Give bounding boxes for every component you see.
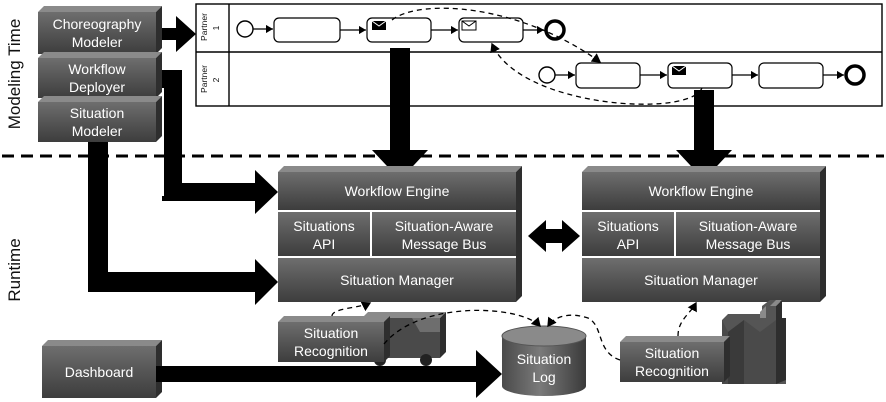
workflow-deployer-box: Workflow Deployer bbox=[38, 52, 162, 98]
p1-task-1 bbox=[273, 17, 341, 43]
situations-api-label-1: Situations bbox=[293, 218, 354, 234]
p2-start-event bbox=[538, 66, 556, 84]
partner-1-label-1: Partner bbox=[199, 13, 209, 41]
message-bus-label-2: Message Bus bbox=[706, 236, 791, 252]
situation-manager-box bbox=[278, 258, 516, 302]
arrow-deployer-to-engine bbox=[162, 70, 278, 214]
flow-recognition-right-to-manager bbox=[677, 301, 697, 337]
flow-recognition-right-to-log bbox=[547, 314, 621, 361]
dashboard-box: Dashboard bbox=[42, 340, 162, 398]
arrow-message-bus-exchange bbox=[528, 220, 580, 252]
workflow-engine-box bbox=[582, 172, 820, 210]
situation-manager-label: Situation Manager bbox=[644, 272, 758, 288]
choreography-modeler-label-1: Choreography bbox=[53, 16, 142, 32]
workflow-deployer-label-2: Deployer bbox=[69, 79, 125, 95]
p1-start-event bbox=[236, 20, 254, 38]
factory-icon bbox=[722, 300, 786, 384]
situation-modeler-box: Situation Modeler bbox=[38, 96, 162, 142]
recognition-right-label-1: Situation bbox=[645, 345, 699, 361]
partner-1-label-2: 1 bbox=[211, 25, 221, 30]
message-flow-p2-to-p1 bbox=[490, 42, 703, 105]
workflow-engine-label: Workflow Engine bbox=[649, 183, 754, 199]
arrow-model-to-engine-right bbox=[676, 90, 732, 180]
workflow-engine-box bbox=[278, 172, 516, 210]
p2-task-3 bbox=[758, 62, 824, 89]
p2-receive-task bbox=[575, 62, 641, 89]
message-bus-box bbox=[676, 212, 820, 256]
flow-recognition-left-to-manager bbox=[331, 301, 372, 317]
runtime-stack-left: Workflow Engine Situations API Situation… bbox=[278, 166, 522, 302]
runtime-stack-right: Workflow Engine Situations API Situation… bbox=[582, 166, 826, 302]
message-bus-box bbox=[372, 212, 516, 256]
situation-recognition-left: Situation Recognition bbox=[278, 316, 390, 362]
situations-api-label-1: Situations bbox=[597, 218, 658, 234]
workflow-deployer-label-1: Workflow bbox=[68, 61, 126, 77]
situation-manager-label: Situation Manager bbox=[340, 272, 454, 288]
situations-api-label-2: API bbox=[617, 236, 640, 252]
message-bus-label-1: Situation-Aware bbox=[699, 218, 798, 234]
situation-log-label-1: Situation bbox=[517, 351, 571, 367]
situation-modeler-label-1: Situation bbox=[70, 105, 124, 121]
recognition-left-label-2: Recognition bbox=[294, 343, 368, 359]
p1-end-event bbox=[544, 19, 566, 41]
situations-api-box bbox=[278, 212, 370, 256]
situations-api-box bbox=[582, 212, 674, 256]
situation-recognition-right: Situation Recognition bbox=[620, 336, 730, 382]
choreography-model: Partner 1 Partner 2 bbox=[195, 3, 883, 107]
flow-recognition-left-to-log bbox=[383, 309, 541, 345]
runtime-label: Runtime bbox=[5, 238, 24, 301]
partner-2-label-2: 2 bbox=[211, 77, 221, 82]
partner-2-label-1: Partner bbox=[199, 65, 209, 93]
dashboard-label: Dashboard bbox=[65, 364, 134, 380]
situation-modeler-label-2: Modeler bbox=[72, 123, 123, 139]
situation-log-label-2: Log bbox=[532, 369, 555, 385]
arrow-model-to-engine-left bbox=[372, 48, 428, 180]
arrow-dashboard-to-log bbox=[156, 350, 502, 398]
workflow-engine-label: Workflow Engine bbox=[345, 183, 450, 199]
choreography-modeler-box: Choreography Modeler bbox=[38, 6, 162, 54]
partner-2-lane-label: Partner 2 bbox=[199, 65, 221, 93]
send-envelope-icon bbox=[371, 20, 387, 30]
p2-end-event bbox=[844, 64, 866, 86]
arrow-modeler-to-model bbox=[162, 16, 196, 52]
choreography-modeler-label-2: Modeler bbox=[72, 34, 123, 50]
recognition-left-label-1: Situation bbox=[304, 325, 358, 341]
modeling-time-label: Modeling Time bbox=[5, 19, 24, 130]
message-bus-label-1: Situation-Aware bbox=[395, 218, 494, 234]
partner-1-lane-label: Partner 1 bbox=[199, 13, 221, 41]
receive-envelope-icon bbox=[461, 20, 477, 31]
situations-api-label-2: API bbox=[313, 236, 336, 252]
message-bus-label-2: Message Bus bbox=[402, 236, 487, 252]
situation-manager-box bbox=[582, 258, 820, 302]
arrow-modeler-to-manager bbox=[88, 142, 278, 305]
send-envelope-icon bbox=[671, 65, 687, 75]
situation-log-database: Situation Log bbox=[501, 325, 587, 396]
recognition-right-label-2: Recognition bbox=[635, 363, 709, 379]
